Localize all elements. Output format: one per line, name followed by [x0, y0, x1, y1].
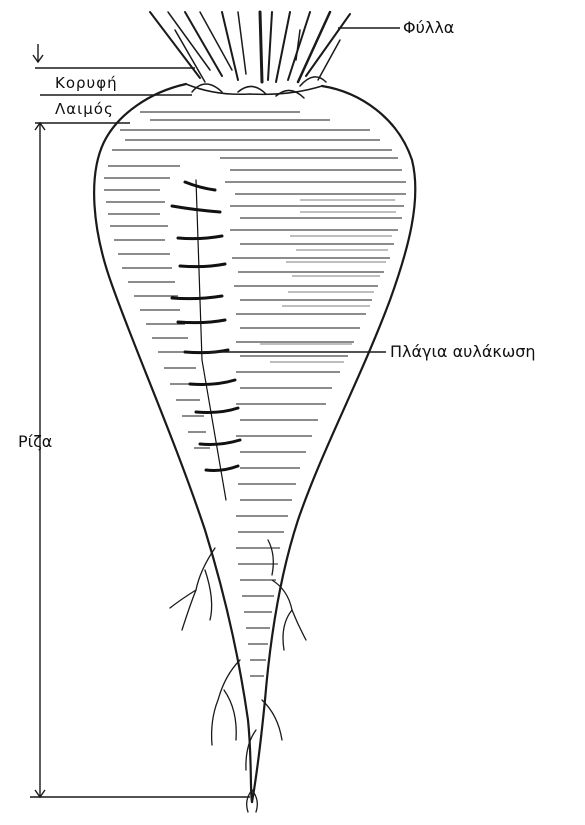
leaf-stalks — [150, 12, 350, 82]
root-hatching — [104, 112, 406, 676]
root-body — [94, 84, 415, 802]
neck-label: Λαιμός — [55, 100, 114, 118]
lateral-groove — [172, 180, 240, 500]
root-label: Ρίζα — [18, 432, 52, 451]
rootlets — [170, 540, 306, 812]
lateral-groove-label: Πλάγια αυλάκωση — [390, 342, 536, 361]
crown-label: Κορυφή — [55, 74, 118, 92]
leaves-label: Φύλλα — [403, 18, 454, 37]
